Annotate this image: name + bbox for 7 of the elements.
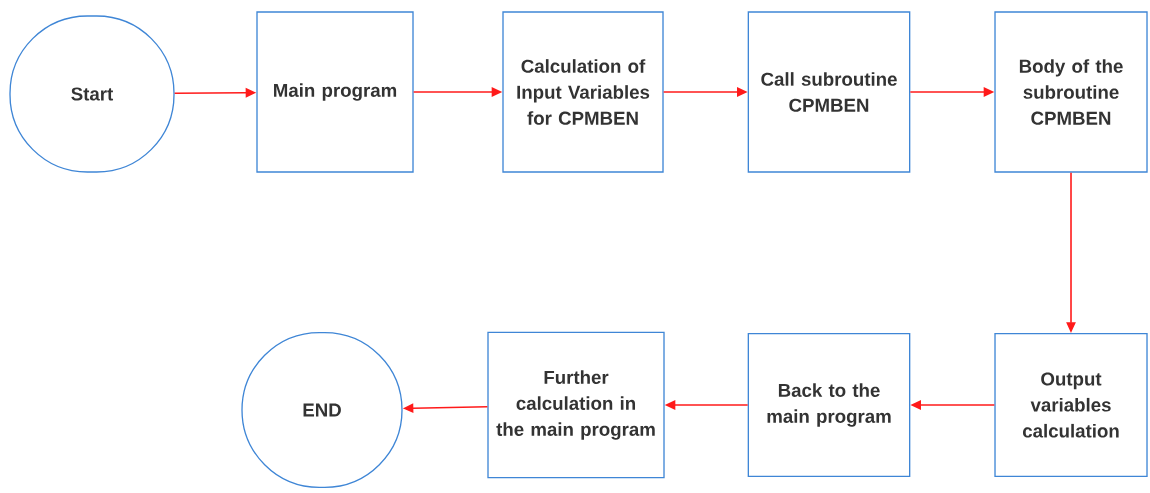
process-box: Back to the main program [747,333,911,477]
process-box: Further calculation in the main program [487,331,665,479]
process-box: Body of the subroutine CPMBEN [994,11,1148,173]
process-box: Output variables calculation [994,333,1148,477]
process-box: Call subroutine CPMBEN [747,11,911,173]
process-box: Calculation of Input Variables for CPMBEN [502,11,664,173]
process-box: Main program [256,11,414,173]
